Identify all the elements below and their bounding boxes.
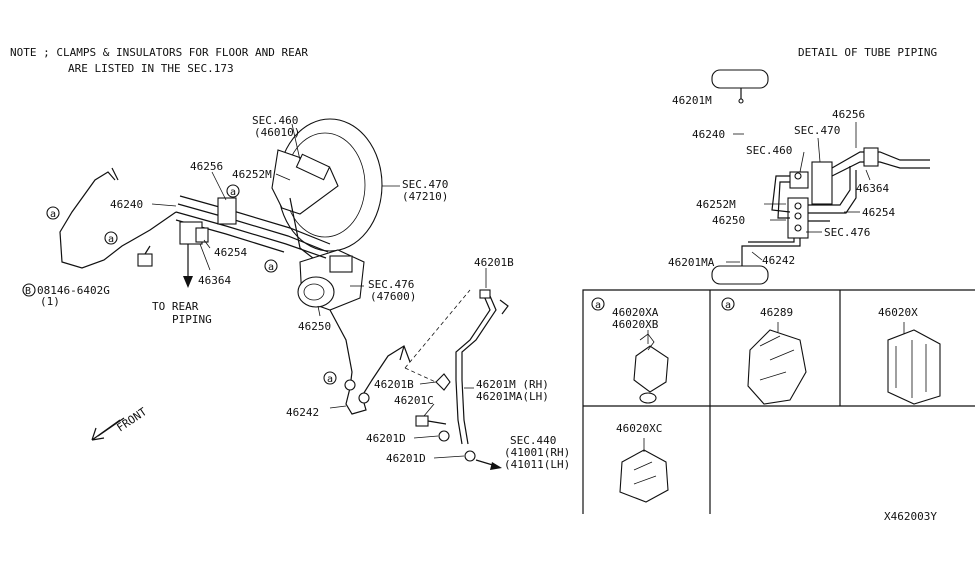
detail-label-sec476: SEC.476 (824, 226, 870, 239)
label-to-rear: TO REAR (152, 300, 199, 313)
svg-text:a: a (230, 187, 236, 198)
front-label: FRONT (114, 405, 149, 435)
bolt-46201C (415, 415, 429, 427)
detail-label-46242: 46242 (762, 254, 795, 267)
label-sec440-lh: (41011(LH) (504, 458, 570, 471)
detail-label-46254: 46254 (862, 206, 895, 219)
detail-label-46201M: 46201M (672, 94, 712, 107)
svg-text:a: a (595, 300, 601, 311)
detail-tube-piping: 46201M 46240 46256 SEC.470 SEC.460 46364… (668, 69, 930, 285)
label-sec440-rh: (41001(RH) (504, 446, 570, 459)
detail-hose-bottom (711, 265, 769, 285)
clamp-label-46020XA: 46020XA (612, 306, 659, 319)
label-bolt: B 08146-6402G (1) (22, 283, 110, 308)
clamp-label-46020XC: 46020XC (616, 422, 662, 435)
clamp-cell-46020XC: 46020XC (616, 422, 669, 503)
detail-hose-top (711, 69, 769, 89)
detail-label-46240: 46240 (692, 128, 725, 141)
clamp-label-46289: 46289 (760, 306, 793, 319)
detail-label-sec460: SEC.460 (746, 144, 792, 157)
detail-label-46252M: 46252M (696, 198, 736, 211)
clamp-parts-grid: a 46020XA 46020XB a 46289 46020X 46020XC (582, 289, 975, 514)
flex-hose-46201M (455, 295, 491, 445)
marker-a-4: a (264, 259, 278, 273)
label-46240: 46240 (110, 198, 143, 211)
label-46256: 46256 (190, 160, 223, 173)
detail-label-46364: 46364 (856, 182, 889, 195)
clamp-label-46020XB: 46020XB (612, 318, 659, 331)
clamp-cell-46020X: 46020X (878, 306, 941, 405)
svg-text:a: a (725, 300, 731, 311)
note-line-2: ARE LISTED IN THE SEC.173 (68, 62, 234, 75)
marker-a-3: a (226, 184, 240, 198)
diagram-id: X462003Y (884, 510, 937, 523)
label-sec470-sub: (47210) (402, 190, 448, 203)
marker-a-2: a (104, 231, 118, 245)
label-sec470: SEC.470 (402, 178, 448, 191)
detail-title: DETAIL OF TUBE PIPING (798, 46, 937, 59)
label-46242: 46242 (286, 406, 319, 419)
label-sec476-sub: (47600) (370, 290, 416, 303)
detail-label-46256: 46256 (832, 108, 865, 121)
detail-label-46201MA: 46201MA (668, 256, 715, 269)
washer-46201D-2 (464, 450, 476, 462)
label-46252M: 46252M (232, 168, 272, 181)
label-sec460: SEC.460 (252, 114, 298, 127)
note-line-1: NOTE ; CLAMPS & INSULATORS FOR FLOOR AND… (10, 46, 308, 59)
detail-label-46250: 46250 (712, 214, 745, 227)
clamp-label-46020X: 46020X (878, 306, 918, 319)
svg-text:a: a (268, 262, 274, 273)
clamp-cell-46289: a 46289 (721, 297, 807, 405)
marker-a-1: a (46, 206, 60, 220)
label-46201D-2: 46201D (386, 452, 426, 465)
label-46250: 46250 (298, 320, 331, 333)
abs-actuator (297, 249, 365, 311)
label-sec460-sub: (46010) (254, 126, 300, 139)
connector-block-46256 (217, 197, 237, 225)
label-46201D-1: 46201D (366, 432, 406, 445)
label-46201MA: 46201MA(LH) (476, 390, 549, 403)
detail-label-sec470: SEC.470 (794, 124, 840, 137)
svg-text:a: a (327, 374, 333, 385)
label-46201B: 46201B (374, 378, 414, 391)
svg-text:B: B (25, 286, 31, 297)
main-assembly: FRONT a a a a a 46240 46256 46252M SEC.4… (22, 114, 570, 471)
svg-text:08146-6402G: 08146-6402G (37, 284, 110, 297)
label-46201C: 46201C (394, 394, 434, 407)
label-46201B-top: 46201B (474, 256, 514, 269)
svg-text:a: a (50, 209, 56, 220)
svg-text:(1): (1) (40, 295, 60, 308)
clamp-cell-46020XA: a 46020XA 46020XB (591, 297, 669, 404)
marker-a-5: a (323, 371, 337, 385)
svg-text:a: a (108, 234, 114, 245)
label-sec440: SEC.440 (510, 434, 556, 447)
label-46201M: 46201M (RH) (476, 378, 549, 391)
tube-46240 (59, 171, 177, 269)
detail-booster (811, 161, 833, 205)
label-sec476: SEC.476 (368, 278, 414, 291)
tube-46242 (329, 309, 411, 415)
label-46364: 46364 (198, 274, 231, 287)
label-46254: 46254 (214, 246, 247, 259)
label-piping: PIPING (172, 313, 212, 326)
front-arrow: FRONT (91, 405, 149, 441)
washer-46201D-1 (438, 430, 450, 442)
bolt-08146-6402G (137, 245, 153, 267)
